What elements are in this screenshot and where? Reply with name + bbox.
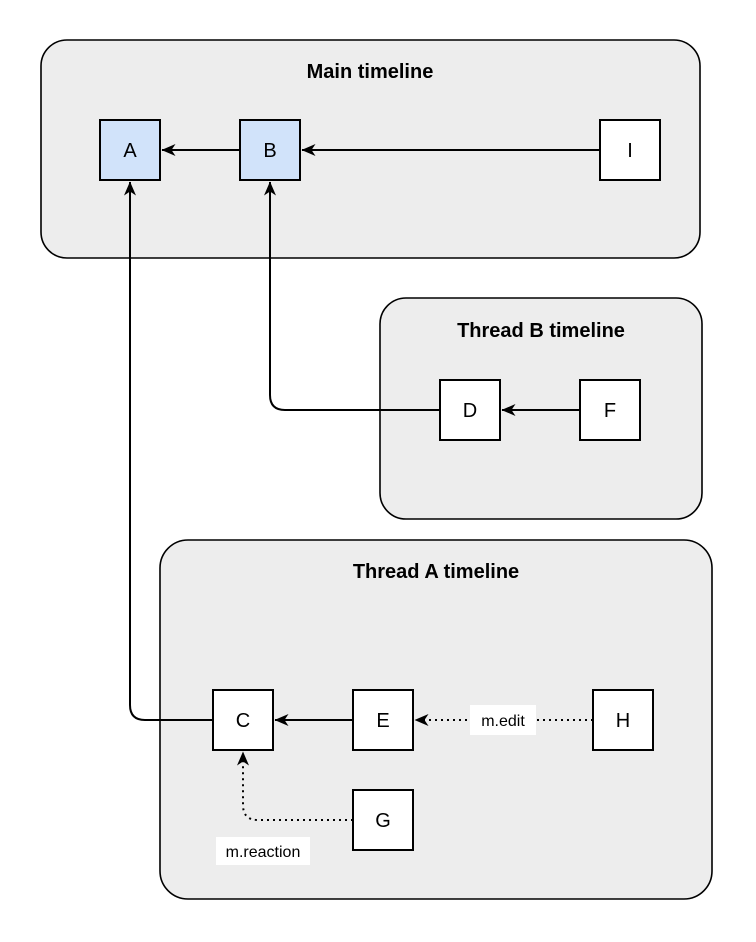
node-C-box — [212, 689, 274, 751]
node-F-box — [579, 379, 641, 441]
node-A-label: A — [123, 140, 137, 162]
node-B-label: B — [263, 140, 276, 162]
node-C-label: C — [236, 710, 250, 732]
container-thread-a-timeline-title: Thread A timeline — [353, 561, 519, 583]
edge-label-m-reaction-bg — [216, 837, 310, 865]
edge-label-m-edit: m.edit — [470, 705, 536, 735]
node-I: I — [599, 119, 661, 181]
edge-label-m-edit-text: m.edit — [481, 713, 525, 730]
node-B-box — [239, 119, 301, 181]
node-I-label: I — [627, 140, 633, 162]
container-main-timeline-title: Main timeline — [307, 61, 434, 83]
edge-D-to-B — [264, 181, 440, 411]
node-G: G — [352, 789, 414, 851]
node-F: F — [579, 379, 641, 441]
node-H-box — [592, 689, 654, 751]
node-D-box — [439, 379, 501, 441]
node-D-label: D — [463, 400, 477, 422]
edge-C-to-A — [124, 181, 213, 721]
container-thread-b-timeline: Thread B timeline — [379, 297, 703, 520]
node-H-label: H — [616, 710, 630, 732]
edge-label-m-reaction-text: m.reaction — [226, 844, 301, 861]
node-E-box — [352, 689, 414, 751]
node-E: E — [352, 689, 414, 751]
node-G-label: G — [375, 810, 391, 832]
node-A-box — [99, 119, 161, 181]
node-F-label: F — [604, 400, 616, 422]
node-A: A — [99, 119, 161, 181]
edge-label-m-edit-bg — [470, 705, 536, 735]
node-B: B — [239, 119, 301, 181]
container-thread-b-timeline-title: Thread B timeline — [457, 320, 625, 342]
edge-label-m-reaction: m.reaction — [216, 837, 310, 865]
node-G-box — [352, 789, 414, 851]
node-I-box — [599, 119, 661, 181]
node-E-label: E — [376, 710, 389, 732]
container-thread-b-timeline-box — [379, 297, 703, 520]
node-H: H — [592, 689, 654, 751]
node-C: C — [212, 689, 274, 751]
node-D: D — [439, 379, 501, 441]
